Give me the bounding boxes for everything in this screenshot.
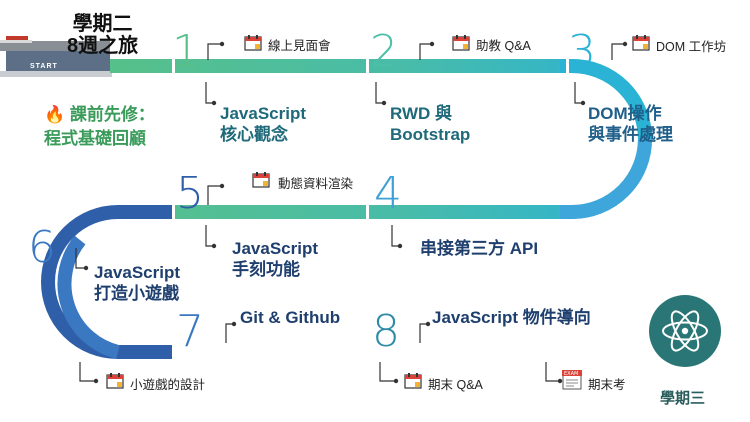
event-label-8b: 期末考 [588, 378, 626, 392]
start-plate [0, 36, 112, 77]
prereq-block: 🔥 課前先修： 程式基礎回顧 [44, 105, 155, 148]
semester-title: 學期二 8週之旅 [67, 13, 139, 57]
event-label-6: 小遊戲的設計 [130, 378, 206, 392]
exam-icon: EXAM [562, 370, 582, 390]
event-label-3: DOM 工作坊 [656, 40, 727, 54]
week-number-2: 2 [370, 26, 398, 77]
calendar-icon [106, 373, 124, 389]
event-label-8: 期末 Q&A [428, 378, 483, 392]
start-label: START [30, 63, 58, 70]
event-label-5: 動態資料渲染 [278, 177, 354, 191]
calendar-icon [404, 373, 422, 389]
week-number-7: 7 [176, 306, 204, 357]
week-title-3: DOM操作與事件處理 [588, 104, 673, 145]
event-label-1: 線上見面會 [268, 39, 331, 53]
event-label-2: 助教 Q&A [476, 39, 531, 53]
calendar-icon [452, 35, 470, 51]
end-label: 學期三 [660, 390, 706, 407]
week-number-8: 8 [372, 306, 400, 357]
calendar-icon [252, 172, 270, 188]
week-number-5: 5 [176, 168, 204, 219]
calendar-icon [244, 35, 262, 51]
week-number-1: 1 [172, 26, 200, 77]
week-number-3: 3 [568, 26, 596, 77]
week-title-8: JavaScript 物件導向 [432, 308, 591, 327]
atom-icon [649, 295, 721, 367]
week-title-7: Git & Github [240, 308, 341, 327]
week-number-4: 4 [374, 168, 402, 219]
week-number-6: 6 [28, 222, 56, 273]
exam-tag: EXAM [564, 371, 578, 377]
fire-icon: 🔥 [44, 105, 66, 124]
week-title-4: 串接第三方 API [420, 239, 539, 258]
calendar-icon [632, 35, 650, 51]
